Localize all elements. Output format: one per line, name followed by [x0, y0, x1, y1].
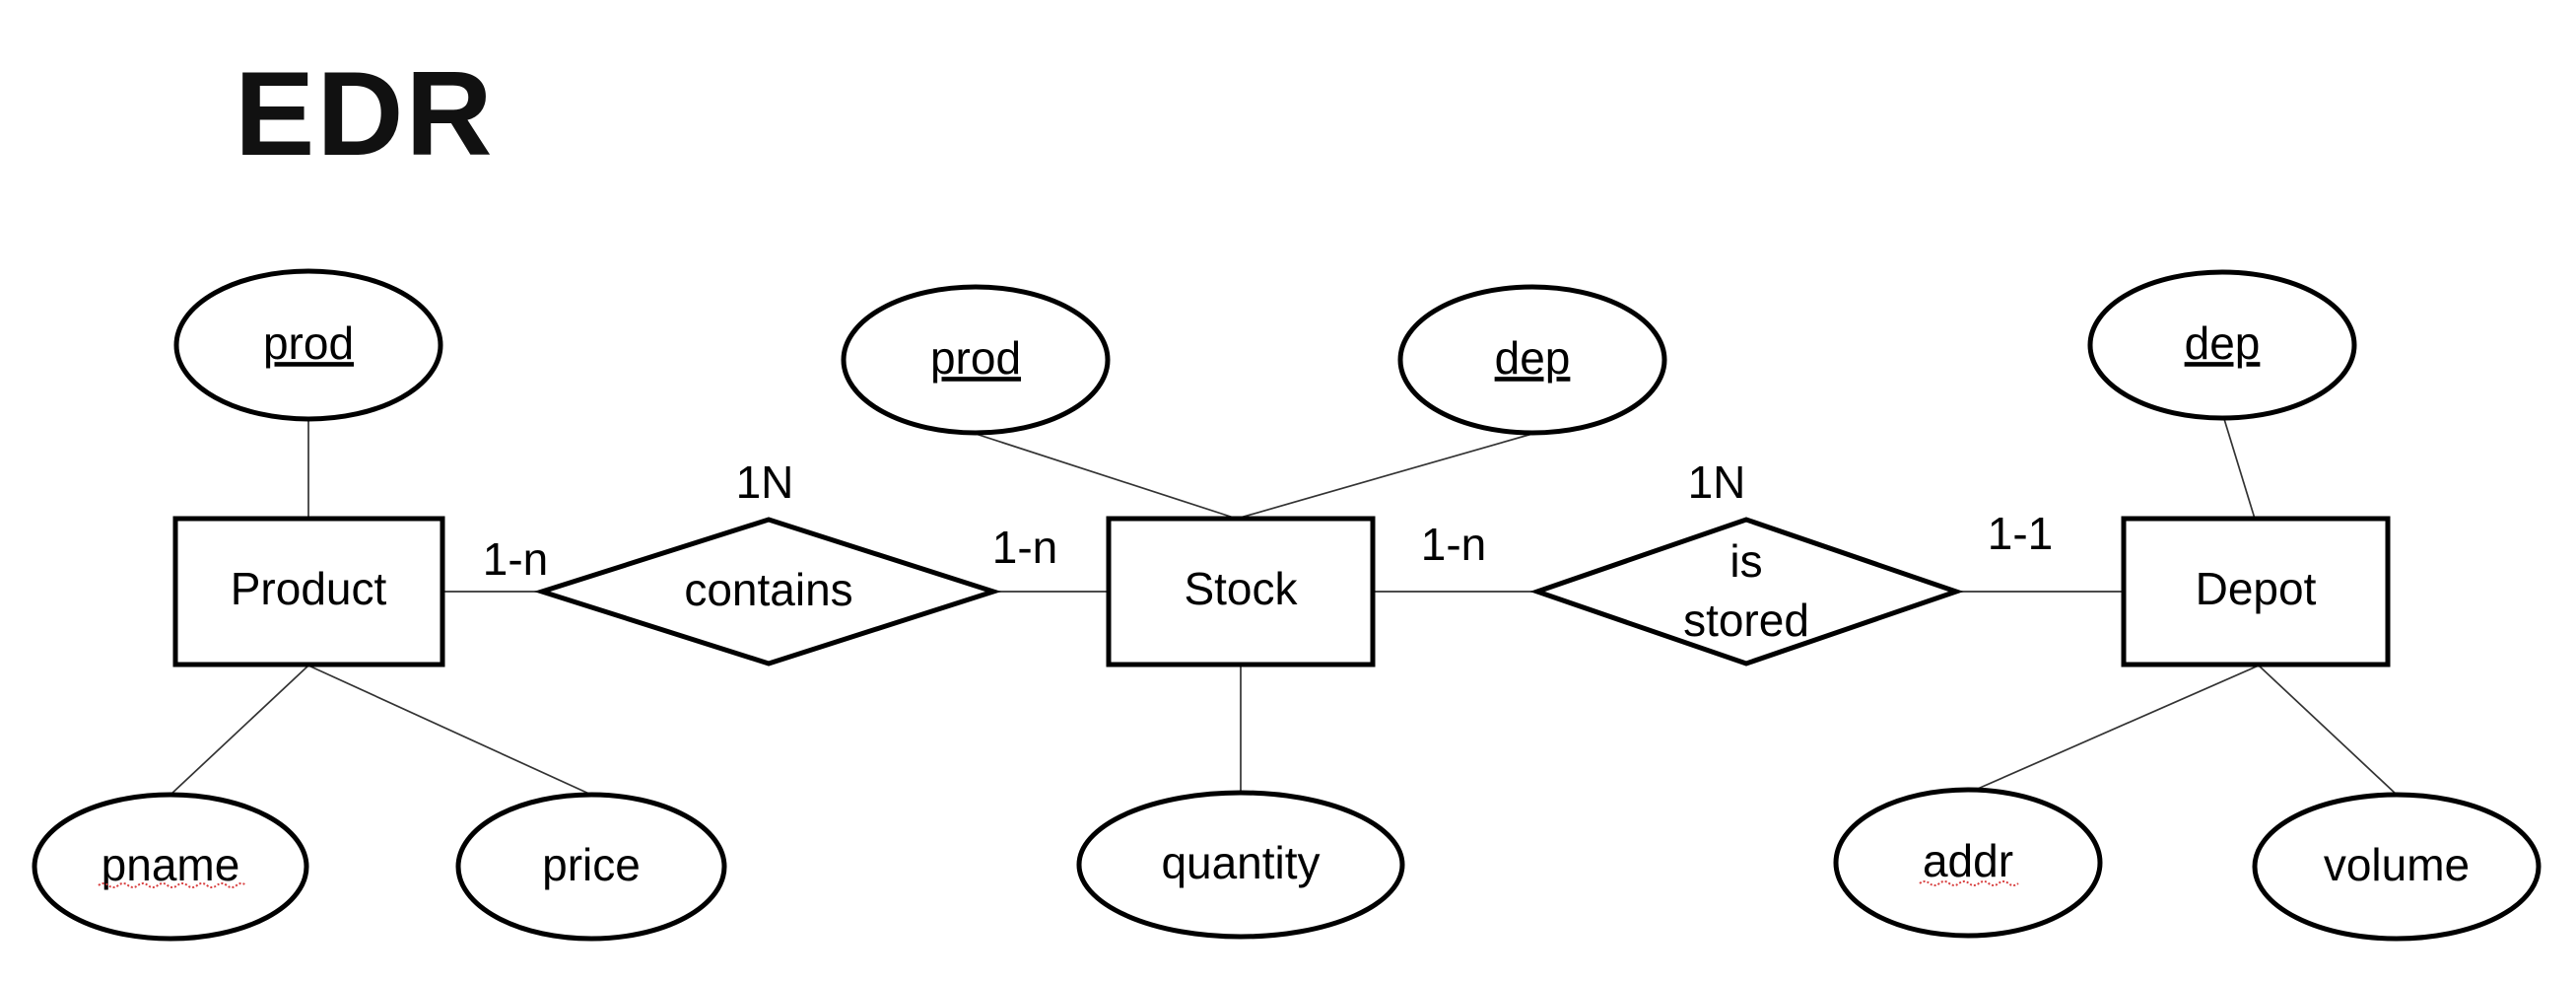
- attribute-product-pname: pname: [32, 792, 309, 942]
- attribute-product-price: price: [455, 792, 727, 942]
- line-product-price: [307, 665, 592, 796]
- spellcheck-squiggle: [1919, 880, 2019, 886]
- line-stock-prod: [975, 433, 1238, 520]
- cardinality-product-contains: 1-n: [483, 533, 548, 585]
- entity-depot: Depot: [2121, 516, 2391, 667]
- line-product-pname: [169, 665, 309, 796]
- relationship-contains: contains: [533, 517, 1002, 666]
- relationship-is-stored: is stored: [1529, 517, 1964, 666]
- attribute-stock-prod: prod: [841, 284, 1111, 436]
- line-depot-addr: [1970, 665, 2260, 793]
- entity-product: Product: [172, 516, 445, 667]
- attribute-stock-dep-label: dep: [1495, 332, 1571, 384]
- attribute-stock-prod-label: prod: [930, 332, 1021, 384]
- attribute-stock-quantity: quantity: [1076, 790, 1405, 940]
- relationship-is-stored-label-line2: stored: [1683, 595, 1809, 646]
- attribute-product-price-label: price: [542, 839, 641, 890]
- relationship-contains-label: contains: [684, 564, 852, 615]
- attribute-stock-quantity-label: quantity: [1161, 837, 1320, 888]
- entity-product-box: [172, 516, 445, 667]
- cardinalities: 1N 1-n 1-n 1N 1-n 1-1: [483, 456, 2053, 585]
- attribute-depot-volume-label: volume: [2324, 839, 2470, 890]
- line-stock-dep: [1236, 433, 1533, 520]
- relationship-contains-diamond: [533, 517, 1002, 666]
- relationship-is-stored-diamond: [1529, 517, 1964, 666]
- relationship-is-stored-label-line1: is: [1729, 535, 1762, 587]
- attribute-product-prod-label: prod: [263, 317, 354, 369]
- diagram-title: EDR: [235, 46, 495, 180]
- spellcheck-squiggle: [98, 882, 247, 888]
- attribute-stock-dep: dep: [1397, 284, 1667, 436]
- cardinality-stored-type: 1N: [1688, 456, 1746, 508]
- connector-lines: [169, 418, 2398, 796]
- cardinality-stored-depot: 1-1: [1988, 508, 2053, 559]
- attribute-depot-volume: volume: [2252, 792, 2542, 942]
- cardinality-contains-type: 1N: [736, 456, 794, 508]
- entity-stock: Stock: [1106, 516, 1376, 667]
- attribute-depot-addr-label: addr: [1923, 835, 2013, 886]
- entity-product-label: Product: [231, 563, 387, 614]
- entity-depot-label: Depot: [2196, 563, 2317, 614]
- attribute-product-pname-label: pname: [102, 839, 240, 890]
- line-depot-dep: [2223, 418, 2256, 520]
- attribute-depot-dep-label: dep: [2185, 317, 2261, 369]
- entity-stock-box: [1106, 516, 1376, 667]
- entity-stock-label: Stock: [1184, 563, 1298, 614]
- attribute-depot-addr: addr: [1833, 787, 2103, 939]
- cardinality-contains-stock: 1-n: [992, 522, 1057, 573]
- attribute-depot-dep: dep: [2087, 269, 2357, 421]
- entity-depot-box: [2121, 516, 2391, 667]
- line-depot-volume: [2258, 665, 2398, 796]
- cardinality-stock-stored: 1-n: [1421, 519, 1486, 570]
- attribute-product-prod: prod: [173, 268, 443, 422]
